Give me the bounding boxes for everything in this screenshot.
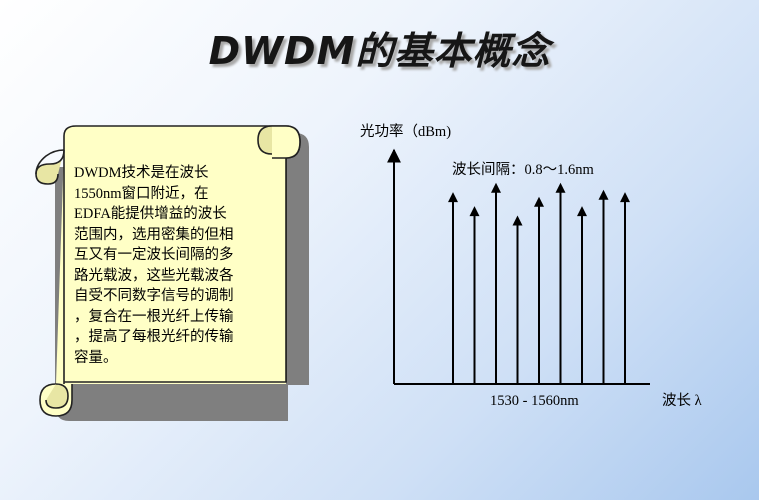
scroll-line: 路光载波，这些光载波各 [74, 267, 234, 284]
channel-arrowhead-3 [491, 182, 501, 193]
spectrum-chart-svg: 光功率（dBm) 波长间隔：0.8～1.6nm 1530 - 1560nm 波长… [360, 123, 702, 409]
channel-arrowhead-1 [448, 192, 458, 203]
scroll-line: 范围内，选用密集的但相 [74, 226, 234, 243]
scroll-shape [35, 125, 309, 421]
channel-arrowhead-4 [512, 215, 523, 226]
channel-arrows [448, 182, 630, 384]
text-scroll: DWDM技术是在波长 1550nm窗口附近，在 EDFA能提供增益的波长 范围内… [28, 120, 318, 430]
channel-arrowhead-5 [534, 196, 544, 207]
y-axis-label: 光功率（dBm) [360, 123, 451, 140]
scroll-line: 自受不同数字信号的调制 [74, 288, 234, 304]
scroll-line: EDFA能提供增益的波长 [74, 206, 227, 222]
spectrum-chart: 光功率（dBm) 波长间隔：0.8～1.6nm 1530 - 1560nm 波长… [340, 110, 750, 420]
range-label: 1530 - 1560nm [490, 393, 579, 409]
channel-arrowhead-6 [555, 182, 566, 193]
scroll-text: DWDM技术是在波长 1550nm窗口附近，在 EDFA能提供增益的波长 范围内… [74, 163, 284, 368]
x-axis-label: 波长 λ [662, 392, 702, 409]
spacing-label: 波长间隔：0.8～1.6nm [452, 161, 594, 178]
channel-arrowhead-8 [598, 189, 609, 200]
scroll-line: 1550nm窗口附近，在 [74, 185, 209, 202]
scroll-line: ，提高了每根光纤的传输 [74, 329, 234, 345]
scroll-line: DWDM技术是在波长 [74, 165, 209, 181]
scroll-line: ，复合在一根光纤上传输 [74, 308, 234, 325]
channel-arrowhead-2 [469, 206, 480, 217]
channel-arrowhead-7 [577, 206, 587, 217]
scroll-line: 互又有一定波长间隔的多 [74, 247, 234, 263]
channel-arrowhead-9 [620, 192, 630, 203]
slide-title: DWDM的基本概念 [208, 29, 551, 73]
scroll-line: 容量。 [74, 349, 118, 366]
